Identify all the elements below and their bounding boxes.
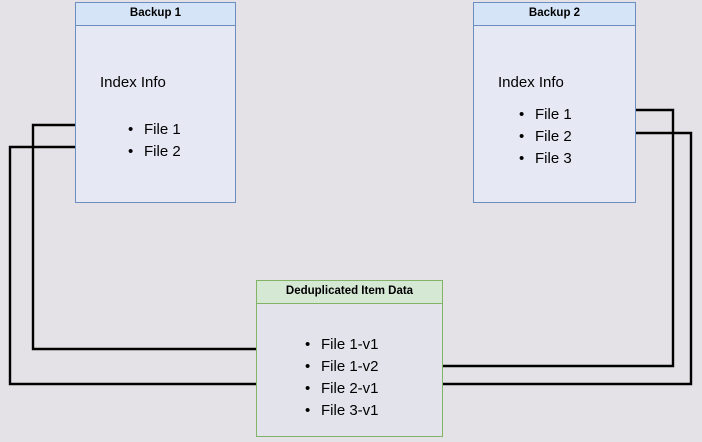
node-backup-2-header: Backup 2 bbox=[474, 3, 635, 26]
node-dedup-header: Deduplicated Item Data bbox=[257, 281, 442, 304]
node-backup-1[interactable]: Backup 1 Index Info File 1 File 2 bbox=[75, 2, 236, 203]
dedup-file-list: File 1-v1 File 1-v2 File 2-v1 File 3-v1 bbox=[305, 334, 379, 422]
list-item: File 2 bbox=[128, 141, 181, 163]
list-item: File 1-v2 bbox=[305, 356, 379, 378]
list-item: File 1 bbox=[519, 104, 572, 126]
list-item: File 2-v1 bbox=[305, 378, 379, 400]
backup-1-file-list: File 1 File 2 bbox=[128, 119, 181, 163]
list-item: File 1 bbox=[128, 119, 181, 141]
backup-2-index-info-label: Index Info bbox=[498, 74, 564, 91]
backup-2-file-list: File 1 File 2 File 3 bbox=[519, 104, 572, 170]
node-backup-2[interactable]: Backup 2 Index Info File 1 File 2 File 3 bbox=[473, 2, 636, 203]
list-item: File 2 bbox=[519, 126, 572, 148]
backup-1-index-info-label: Index Info bbox=[100, 74, 166, 91]
list-item: File 3-v1 bbox=[305, 400, 379, 422]
node-backup-2-body: Index Info File 1 File 2 File 3 bbox=[474, 26, 635, 202]
node-deduplicated-item-data[interactable]: Deduplicated Item Data File 1-v1 File 1-… bbox=[256, 280, 443, 437]
list-item: File 1-v1 bbox=[305, 334, 379, 356]
node-backup-1-header: Backup 1 bbox=[76, 3, 235, 26]
list-item: File 3 bbox=[519, 148, 572, 170]
node-backup-1-body: Index Info File 1 File 2 bbox=[76, 26, 235, 202]
node-dedup-body: File 1-v1 File 1-v2 File 2-v1 File 3-v1 bbox=[257, 304, 442, 436]
